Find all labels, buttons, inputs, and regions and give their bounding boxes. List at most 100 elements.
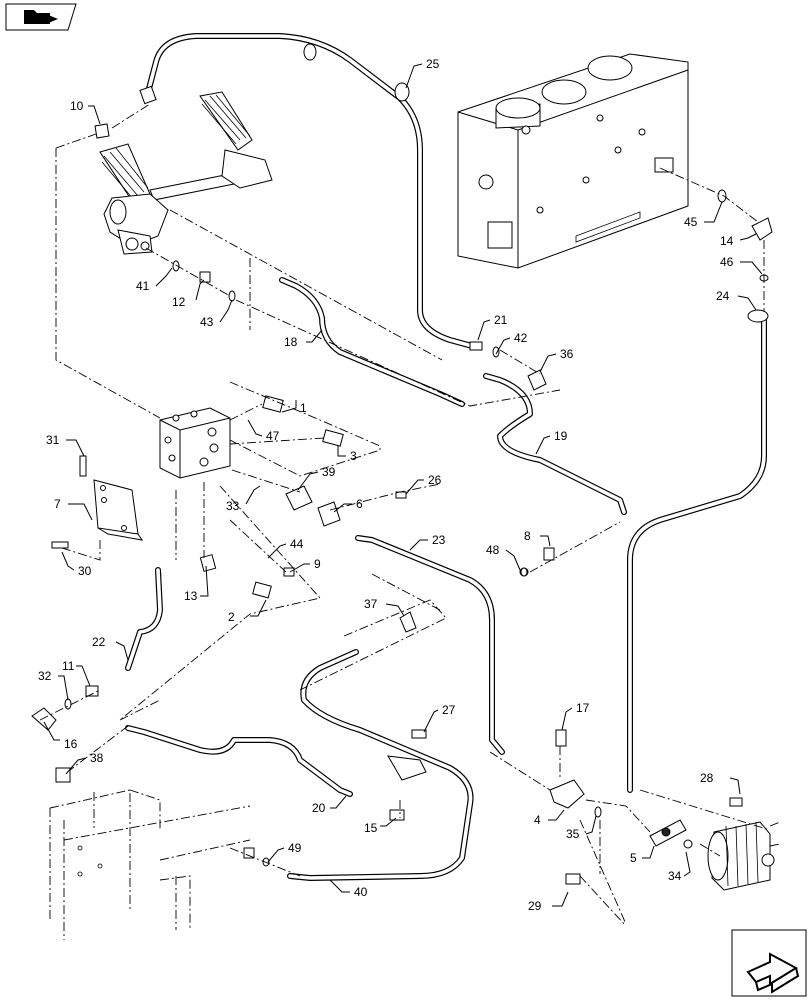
callout-16: 16: [43, 721, 78, 751]
callout-4: 4: [534, 809, 565, 827]
callout-14: 14: [720, 233, 757, 248]
svg-text:38: 38: [90, 751, 104, 765]
callout-43: 43: [200, 299, 233, 329]
svg-text:45: 45: [684, 215, 698, 229]
callout-42: 42: [495, 331, 528, 355]
callout-11: 11: [62, 659, 91, 687]
svg-text:5: 5: [630, 851, 637, 865]
control-valve-block: [159, 407, 231, 479]
svg-text:19: 19: [554, 429, 568, 443]
hydraulic-tank: [457, 53, 689, 269]
callout-39: 39: [297, 465, 336, 491]
svg-text:32: 32: [38, 669, 52, 683]
mounting-bracket: [93, 479, 144, 541]
svg-text:22: 22: [92, 635, 106, 649]
svg-text:39: 39: [322, 465, 336, 479]
callout-33: 33: [226, 485, 261, 513]
callout-3: 3: [337, 446, 357, 463]
callout-12: 12: [172, 279, 205, 309]
callout-30: 30: [61, 551, 92, 578]
svg-text:2: 2: [228, 610, 235, 624]
svg-text:37: 37: [364, 597, 378, 611]
callout-44: 44: [267, 537, 304, 559]
callout-36: 36: [539, 347, 574, 373]
svg-text:14: 14: [720, 234, 734, 248]
svg-text:28: 28: [700, 771, 714, 785]
callout-47: 47: [247, 419, 280, 443]
svg-text:40: 40: [354, 885, 368, 899]
callout-27: 27: [423, 703, 456, 733]
callout-8: 8: [524, 529, 551, 547]
svg-text:24: 24: [716, 289, 730, 303]
svg-text:20: 20: [312, 801, 326, 815]
callout-9: 9: [289, 557, 321, 573]
flange-5: [649, 819, 687, 847]
callout-26: 26: [405, 473, 442, 495]
svg-text:30: 30: [78, 564, 92, 578]
callout-23: 23: [409, 533, 446, 551]
callout-37: 37: [364, 597, 405, 617]
callout-35: 35: [566, 815, 597, 841]
svg-text:6: 6: [356, 497, 363, 511]
svg-text:44: 44: [290, 537, 304, 551]
callout-17: 17: [561, 701, 590, 731]
svg-text:33: 33: [226, 499, 240, 513]
callout-5: 5: [630, 845, 655, 865]
svg-text:21: 21: [494, 313, 508, 327]
machine-frame: [49, 789, 251, 940]
callout-28: 28: [700, 771, 741, 795]
callout-40: 40: [329, 879, 368, 899]
callout-6: 6: [333, 497, 363, 513]
svg-text:43: 43: [200, 315, 214, 329]
folder-arrow-icon[interactable]: [5, 3, 77, 31]
callout-2: 2: [228, 599, 267, 624]
svg-text:48: 48: [486, 543, 500, 557]
callout-41: 41: [136, 267, 173, 293]
svg-text:25: 25: [426, 57, 440, 71]
callout-20: 20: [312, 795, 347, 815]
callout-25: 25: [405, 57, 440, 89]
callout-49: 49: [267, 841, 302, 863]
callout-7: 7: [54, 497, 93, 521]
callout-34: 34: [668, 851, 691, 883]
callout-29: 29: [528, 891, 569, 913]
callout-38: 38: [65, 751, 104, 775]
svg-text:11: 11: [62, 659, 75, 673]
svg-text:18: 18: [284, 335, 298, 349]
brake-pedal-assembly: [99, 91, 273, 255]
svg-text:36: 36: [560, 347, 574, 361]
svg-text:17: 17: [576, 701, 590, 715]
callout-21: 21: [477, 313, 508, 341]
callout-labels: 1 2 3 4 5 6 7 8 9 10 11 12 13 14 15 16 1…: [38, 57, 763, 913]
hydraulic-motor: [707, 821, 781, 891]
callout-18: 18: [284, 329, 323, 349]
callout-32: 32: [38, 669, 69, 701]
callout-13: 13: [184, 565, 209, 603]
svg-text:42: 42: [514, 331, 528, 345]
connection-lines: [39, 103, 771, 927]
next-page-arrow-icon[interactable]: [731, 929, 807, 997]
svg-text:46: 46: [720, 255, 734, 269]
callout-24: 24: [716, 289, 757, 311]
callout-1: 1: [281, 400, 307, 415]
svg-text:23: 23: [432, 533, 446, 547]
callout-46: 46: [720, 255, 763, 275]
svg-text:4: 4: [534, 813, 541, 827]
svg-text:31: 31: [46, 433, 60, 447]
callout-19: 19: [535, 429, 568, 455]
svg-text:1: 1: [300, 401, 307, 415]
svg-text:8: 8: [524, 529, 531, 543]
callout-48: 48: [486, 543, 521, 571]
svg-text:3: 3: [350, 449, 357, 463]
svg-text:47: 47: [266, 429, 280, 443]
svg-text:29: 29: [528, 899, 542, 913]
svg-text:34: 34: [668, 869, 682, 883]
callout-22: 22: [92, 635, 129, 661]
svg-text:7: 7: [54, 497, 61, 511]
svg-text:13: 13: [184, 589, 198, 603]
callout-15: 15: [364, 817, 397, 835]
svg-text:35: 35: [566, 827, 580, 841]
callout-10: 10: [70, 99, 101, 125]
callout-45: 45: [684, 201, 723, 229]
